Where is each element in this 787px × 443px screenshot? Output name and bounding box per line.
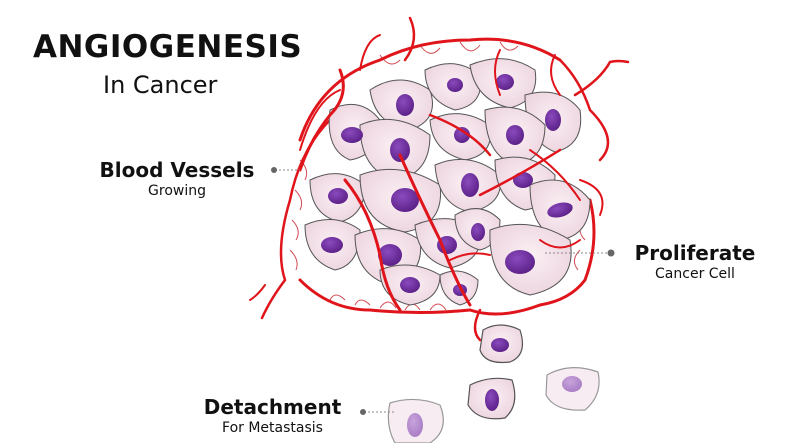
diagram-title: ANGIOGENESIS xyxy=(33,29,303,65)
diagram-subtitle: In Cancer xyxy=(103,71,218,99)
label-detachment-title: Detachment xyxy=(203,395,342,419)
pointer-lines xyxy=(275,169,610,413)
label-proliferate-subtitle: Cancer Cell xyxy=(655,266,735,282)
label-blood-vessels-subtitle: Growing xyxy=(148,183,206,199)
label-proliferate: Proliferate Cancer Cell xyxy=(620,241,770,283)
label-detachment-subtitle: For Metastasis xyxy=(222,420,323,436)
label-proliferate-title: Proliferate xyxy=(634,241,756,265)
label-blood-vessels-title: Blood Vessels xyxy=(99,158,255,182)
proliferate-pointer-dot xyxy=(607,249,615,257)
pointer-dots xyxy=(271,167,615,415)
label-blood-vessels: Blood Vessels Growing xyxy=(88,158,266,200)
label-detachment: Detachment For Metastasis xyxy=(190,395,355,437)
vessel-network-inner xyxy=(298,49,581,312)
vessel-network-outer xyxy=(249,16,630,342)
detached-cells xyxy=(387,324,600,443)
detachment-pointer-dot xyxy=(360,409,366,415)
blood-vessels-pointer-dot xyxy=(271,167,277,173)
